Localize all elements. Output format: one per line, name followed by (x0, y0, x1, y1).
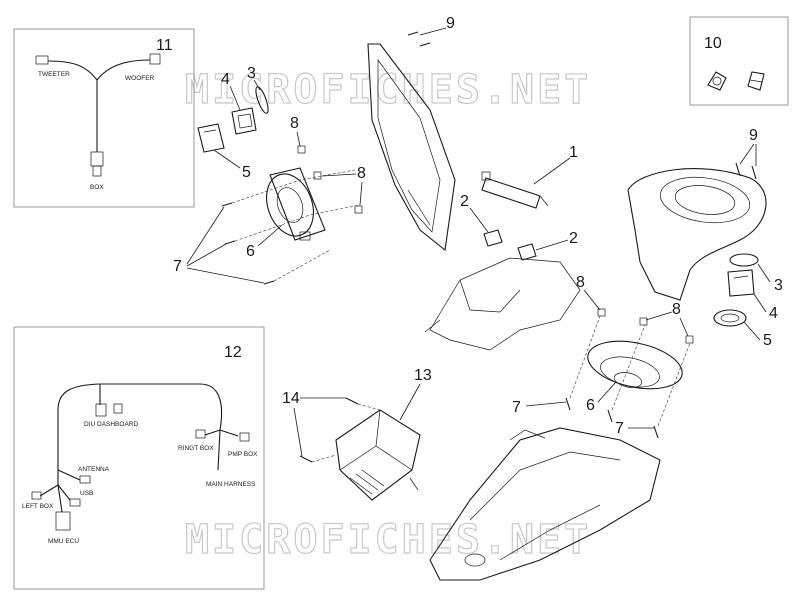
clip-nuts-8-right (597, 308, 694, 344)
callout-6-right: 6 (586, 397, 595, 414)
connector-2b (517, 243, 537, 261)
callout-3-right: 3 (774, 277, 783, 294)
connector-2a (483, 229, 503, 247)
callout-14: 14 (282, 390, 300, 407)
callout-8-b: 8 (357, 165, 366, 182)
screws-7-right (565, 397, 659, 439)
callout-10: 10 (704, 35, 722, 52)
label-left-box: LEFT BOX (22, 503, 54, 510)
box-11-frame (13, 28, 195, 208)
label-tweeter: TWEETER (38, 71, 70, 78)
callout-7-left: 7 (173, 258, 182, 275)
label-antenna: ANTENNA (78, 466, 110, 473)
left-speaker-part-3 (255, 86, 269, 114)
clip-nuts-8-left (297, 145, 363, 214)
callout-9-right: 9 (749, 127, 758, 144)
left-trim-part-5 (197, 123, 225, 153)
right-woofer-part-6 (587, 340, 683, 390)
callout-8-c: 8 (576, 274, 585, 291)
left-inner-fairing-panel (367, 43, 456, 252)
callout-12: 12 (224, 344, 242, 361)
callout-1: 1 (569, 144, 578, 161)
callout-4-left: 4 (221, 71, 230, 88)
frame-bracket (424, 257, 581, 351)
label-right-box: RINGT BOX (178, 445, 214, 452)
callout-7-right-a: 7 (512, 399, 521, 416)
callout-3-left: 3 (247, 65, 256, 82)
right-tweeter-part-4 (727, 269, 755, 297)
callout-11: 11 (156, 37, 173, 54)
callout-8-d: 8 (672, 301, 681, 318)
box-12-frame (13, 326, 265, 590)
callout-2-b: 2 (569, 230, 578, 247)
lower-fairing-bracket (429, 427, 661, 581)
callout-4-right: 4 (769, 305, 778, 322)
left-woofer-part-6 (266, 167, 326, 241)
left-tweeter-part-4 (231, 107, 257, 135)
label-diu-dashboard: DIU DASHBOARD (84, 421, 138, 428)
callout-7-right-b: 7 (615, 420, 624, 437)
screws-9-top (407, 31, 431, 47)
main-wiring-harness (31, 383, 250, 531)
label-main-harness: MAIN HARNESS (206, 481, 256, 488)
right-trim-part-5 (713, 309, 747, 327)
callout-6-left: 6 (246, 243, 255, 260)
watermark-top: MICROFICHES.NET (185, 67, 591, 113)
callout-5-left: 5 (242, 164, 251, 181)
speaker-wiring-harness (35, 53, 161, 177)
label-mmu-ecu: MMU ECU (48, 538, 79, 545)
watermark-bottom: MICROFICHES.NET (185, 517, 591, 563)
screws-7-left (221, 202, 275, 285)
callout-5-right: 5 (763, 332, 772, 349)
label-box: BOX (90, 184, 104, 191)
screws-9-right (735, 162, 757, 180)
label-pmp-box: PMP BOX (228, 451, 258, 458)
box-10-frame (689, 16, 789, 106)
callout-9-top: 9 (446, 15, 455, 32)
callout-8-a: 8 (290, 115, 299, 132)
label-usb: USB (80, 490, 93, 497)
push-clips (707, 71, 765, 91)
screws-14 (299, 397, 359, 463)
label-woofer: WOOFER (125, 75, 155, 82)
right-dashboard-housing (627, 168, 767, 301)
antenna-module-part-1 (481, 171, 549, 209)
callout-2-a: 2 (460, 193, 469, 210)
amplifier-part-13 (335, 409, 421, 501)
callout-13: 13 (414, 367, 432, 384)
right-speaker-part-3 (729, 253, 759, 267)
